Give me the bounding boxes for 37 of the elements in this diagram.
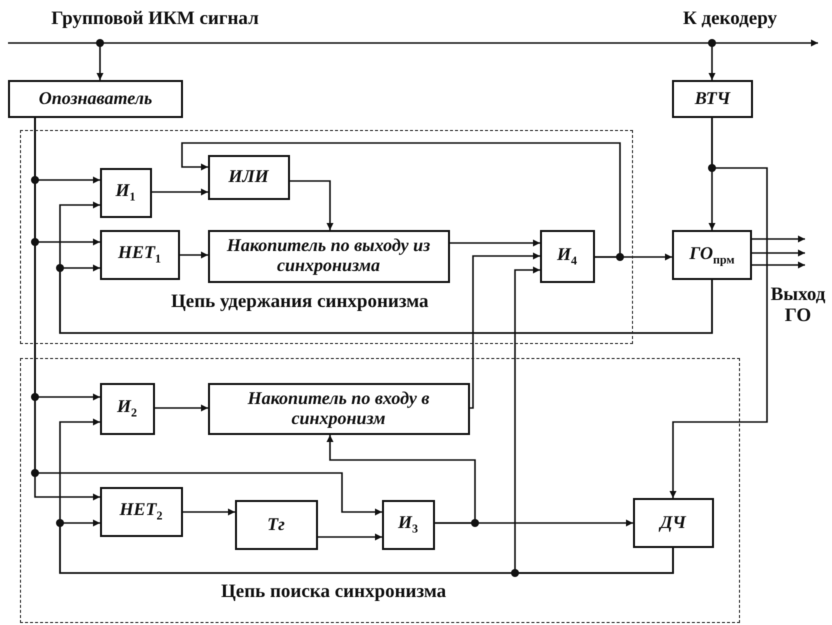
arrow [450, 240, 540, 246]
arrow [752, 262, 805, 268]
arrow [752, 236, 805, 242]
logic-gate-block: И$_{2}$ [100, 382, 154, 434]
divider-block: ДЧ [632, 498, 714, 548]
logic-gate-block: НЕТ$_{2}$ [100, 486, 182, 536]
arrow [183, 508, 235, 516]
signal-label: Групповой ИКМ сигнал [40, 6, 270, 32]
arrow [290, 180, 334, 230]
identifier-block: Опознаватель [8, 80, 183, 118]
arrow [180, 252, 208, 258]
arrow [155, 404, 208, 412]
logic-gate-block: ИЛИ [208, 154, 290, 200]
signal-label: К декодеру [660, 6, 800, 32]
arrow [59, 520, 674, 574]
accumulator-block: Накопитель по выходу из синхронизма [208, 230, 450, 282]
arrow [752, 250, 805, 256]
arrow [318, 534, 382, 540]
arrow [181, 142, 621, 258]
logic-gate-block: НЕТ$_{1}$ [100, 230, 180, 280]
accumulator-block: Накопитель по входу в синхронизм [208, 382, 470, 434]
logic-gate-block: И$_{1}$ [100, 168, 152, 218]
arrow [470, 252, 540, 409]
arrow [152, 188, 208, 196]
arrow [326, 435, 476, 524]
arrow [59, 264, 713, 334]
block: ВТЧ [672, 80, 753, 118]
region-label: Цепь удержания синхронизма [171, 291, 429, 313]
dashed-region [20, 358, 740, 623]
arrow [670, 118, 768, 498]
signal-label: Выход ГО [770, 285, 826, 327]
trigger-block: Тг [234, 500, 318, 550]
logic-gate-block: И$_{4}$ [540, 230, 594, 282]
region-label: Цепь поиска синхронизма [221, 581, 446, 603]
dashed-region [20, 130, 633, 344]
logic-gate-block: И$_{3}$ [382, 500, 434, 550]
generator-block: ГО$_{прм}$ [672, 230, 752, 280]
